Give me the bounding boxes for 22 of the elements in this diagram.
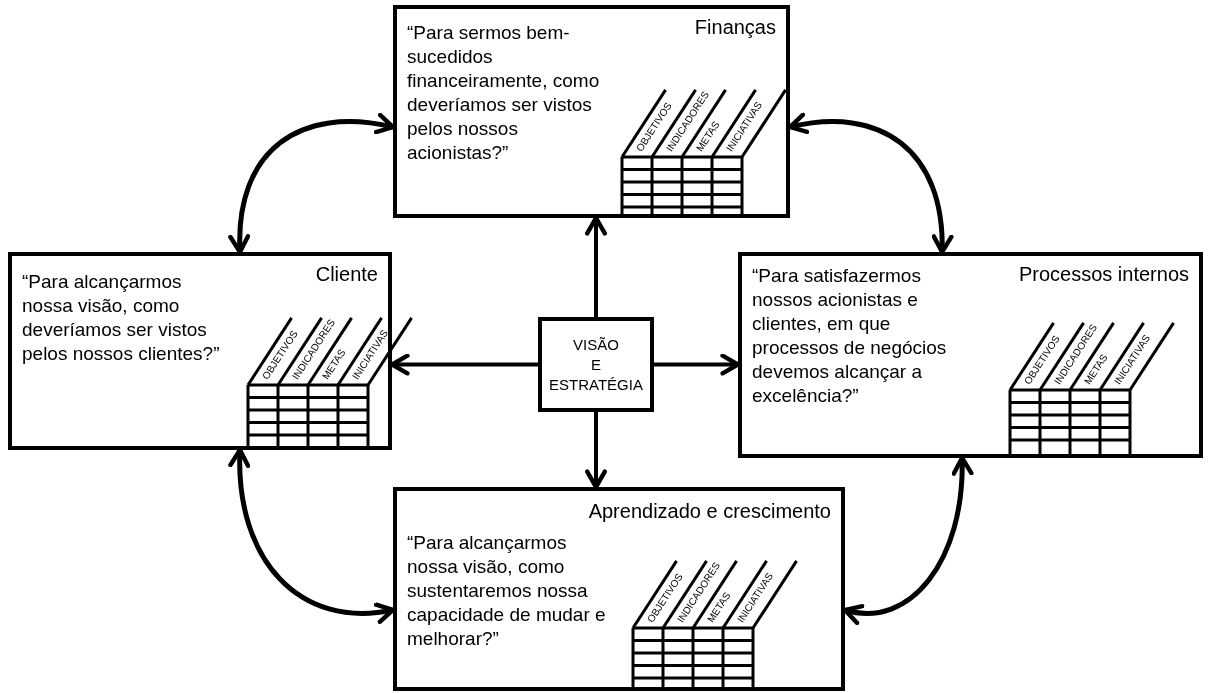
curved-arrow [229, 447, 396, 624]
perspective-box [738, 252, 1203, 458]
arrow [654, 353, 741, 376]
perspective-box [393, 5, 790, 218]
arrow [585, 215, 607, 317]
question-text: “Para satisfazermos nossos acionistas e clientes, em que processos de negócios devemos alcançar a excelência?” [752, 264, 948, 408]
perspective-title: Finanças [694, 15, 776, 39]
perspective-box [393, 487, 845, 691]
arrow [585, 412, 607, 490]
question-text: “Para alcançarmos nossa visão, como deveríamos ser vistos pelos nossos clientes?” [22, 270, 221, 366]
arrow [389, 353, 538, 376]
vision-text: VISÃO E ESTRATÉGIA [548, 334, 644, 395]
curved-arrow [842, 455, 973, 624]
curved-arrow [787, 113, 953, 255]
question-text: “Para alcançarmos nossa visão, como sustentaremos nossa capacidade de mudar e melhorar?” [407, 531, 607, 651]
question-text: “Para sermos bem-sucedidos financeiramente, como deveríamos ser vistos pelos nossos acionistas?” [407, 21, 601, 165]
vision-box [538, 317, 654, 412]
perspective-box [8, 252, 392, 450]
curved-arrow [229, 113, 396, 255]
perspective-title: Cliente [315, 262, 378, 286]
perspective-title: Processos internos [1018, 262, 1189, 286]
perspective-title: Aprendizado e crescimento [588, 499, 831, 523]
